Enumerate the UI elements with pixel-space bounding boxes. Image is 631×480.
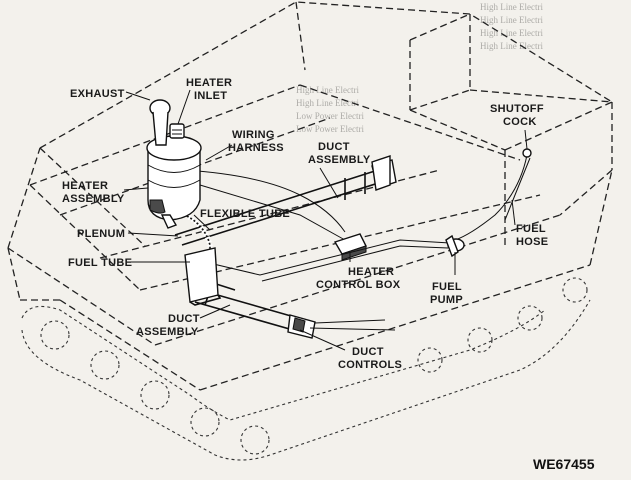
label-fuel-pump-line2: PUMP [430, 294, 463, 306]
label-duct-assembly-bottom-line1: DUCT [168, 313, 200, 325]
duct-elbow-upper [371, 155, 391, 191]
label-duct-assembly-bottom-line2: ASSEMBLY [136, 326, 199, 338]
label-shutoff-cock-line2: COCK [503, 116, 537, 128]
fuel-line-assembly [204, 148, 532, 282]
label-shutoff-cock-line1: SHUTOFF [490, 103, 544, 115]
label-heater-inlet-line1: HEATER [186, 77, 232, 89]
label-wiring-harness-line1: WIRING [232, 129, 275, 141]
bleed-text-l3: Low Power Electri [296, 111, 364, 121]
duct-controls [309, 319, 396, 331]
bleed-text-l4: Low Power Electri [296, 124, 364, 134]
wiring-harness [184, 169, 346, 241]
bleed-text-r2: High Line Electri [480, 15, 543, 25]
label-exhaust: EXHAUST [70, 88, 125, 100]
shutoff-cock [522, 148, 532, 158]
bleed-text-r3: High Line Electri [480, 28, 543, 38]
label-fuel-hose-line2: HOSE [516, 236, 548, 248]
duct-assembly-lower [194, 281, 316, 339]
label-heater-control-box-line2: CONTROL BOX [316, 279, 401, 291]
road-wheel-5 [240, 425, 270, 455]
leader-lines [123, 89, 528, 351]
labels: EXHAUST HEATER INLET WIRING HARNESS DUCT… [62, 77, 548, 371]
label-duct-assembly-top-line1: DUCT [318, 141, 350, 153]
road-wheel-3 [140, 380, 170, 410]
road-wheel-4 [190, 407, 220, 437]
heater-inlet-fitting [169, 123, 185, 139]
road-wheel-6 [417, 347, 443, 373]
label-heater-inlet-line2: INLET [194, 90, 227, 102]
label-duct-controls-line1: DUCT [352, 346, 384, 358]
figure-id: WE67455 [533, 456, 595, 472]
label-heater-control-box-line1: HEATER [348, 266, 394, 278]
duct-assembly-upper [174, 159, 397, 246]
bleed-text-r1: High Line Electri [480, 2, 543, 12]
label-duct-controls-line2: CONTROLS [338, 359, 402, 371]
road-wheel-8 [517, 305, 543, 331]
bleed-text-l2: High Line Electri [296, 98, 359, 108]
label-plenum: PLENUM [77, 228, 125, 240]
label-flexible-tube: FLEXIBLE TUBE [200, 208, 290, 220]
exhaust-stack [149, 99, 171, 146]
label-fuel-pump-line1: FUEL [432, 281, 462, 293]
plenum [184, 247, 222, 306]
label-fuel-hose-line1: FUEL [516, 223, 546, 235]
bleed-text-r4: High Line Electri [480, 41, 543, 51]
bleed-text-l1: High Line Electri [296, 85, 359, 95]
track-assembly [21, 277, 591, 461]
road-wheel-1 [40, 320, 70, 350]
label-duct-assembly-top-line2: ASSEMBLY [308, 154, 371, 166]
label-heater-assembly-line2: ASSEMBLY [62, 193, 125, 205]
flexible-tube [183, 212, 213, 275]
road-wheel-2 [90, 350, 120, 380]
label-wiring-harness-line2: HARNESS [228, 142, 284, 154]
label-fuel-tube: FUEL TUBE [68, 257, 132, 269]
bleed-through-text: High Line Electri High Line Electri High… [296, 2, 543, 134]
label-heater-assembly-line1: HEATER [62, 180, 108, 192]
road-wheel-7 [467, 327, 493, 353]
road-wheel-9 [562, 277, 588, 303]
fuel-pump [445, 234, 465, 258]
